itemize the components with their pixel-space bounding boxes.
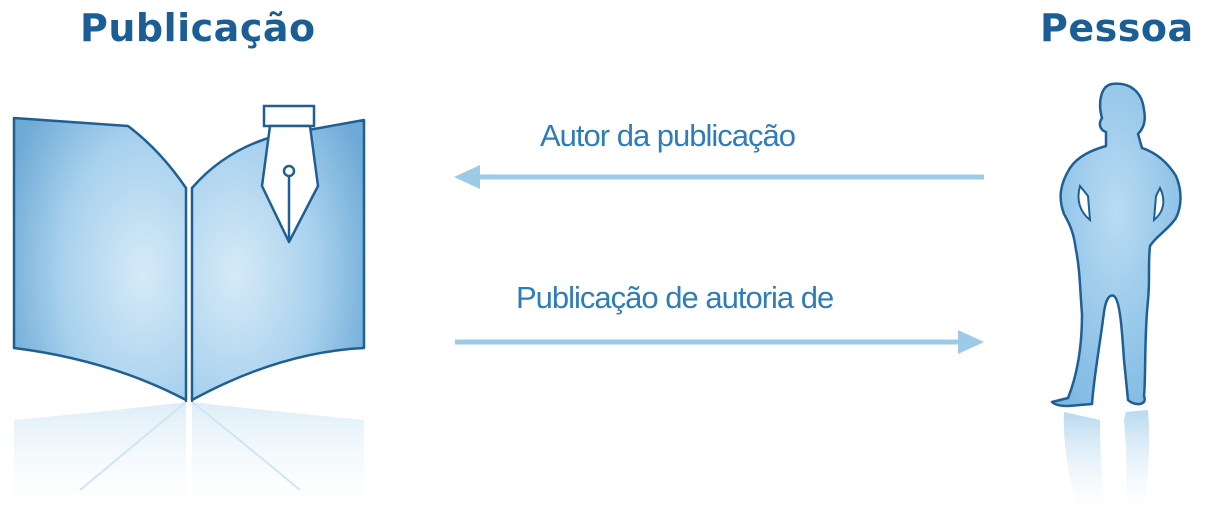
person-silhouette-icon [1050,82,1182,525]
arrow-left-author [454,165,984,189]
open-book-with-fountain-pen-icon [12,104,366,525]
publication-title: Publicação [80,6,316,50]
relation-label-author: Autor da publicação [540,118,796,153]
fountain-pen-icon [260,104,320,244]
relation-label-authored-by: Publicação de autoria de [516,280,834,315]
arrow-right-authored-by [455,330,984,354]
person-title: Pessoa [1040,6,1194,50]
